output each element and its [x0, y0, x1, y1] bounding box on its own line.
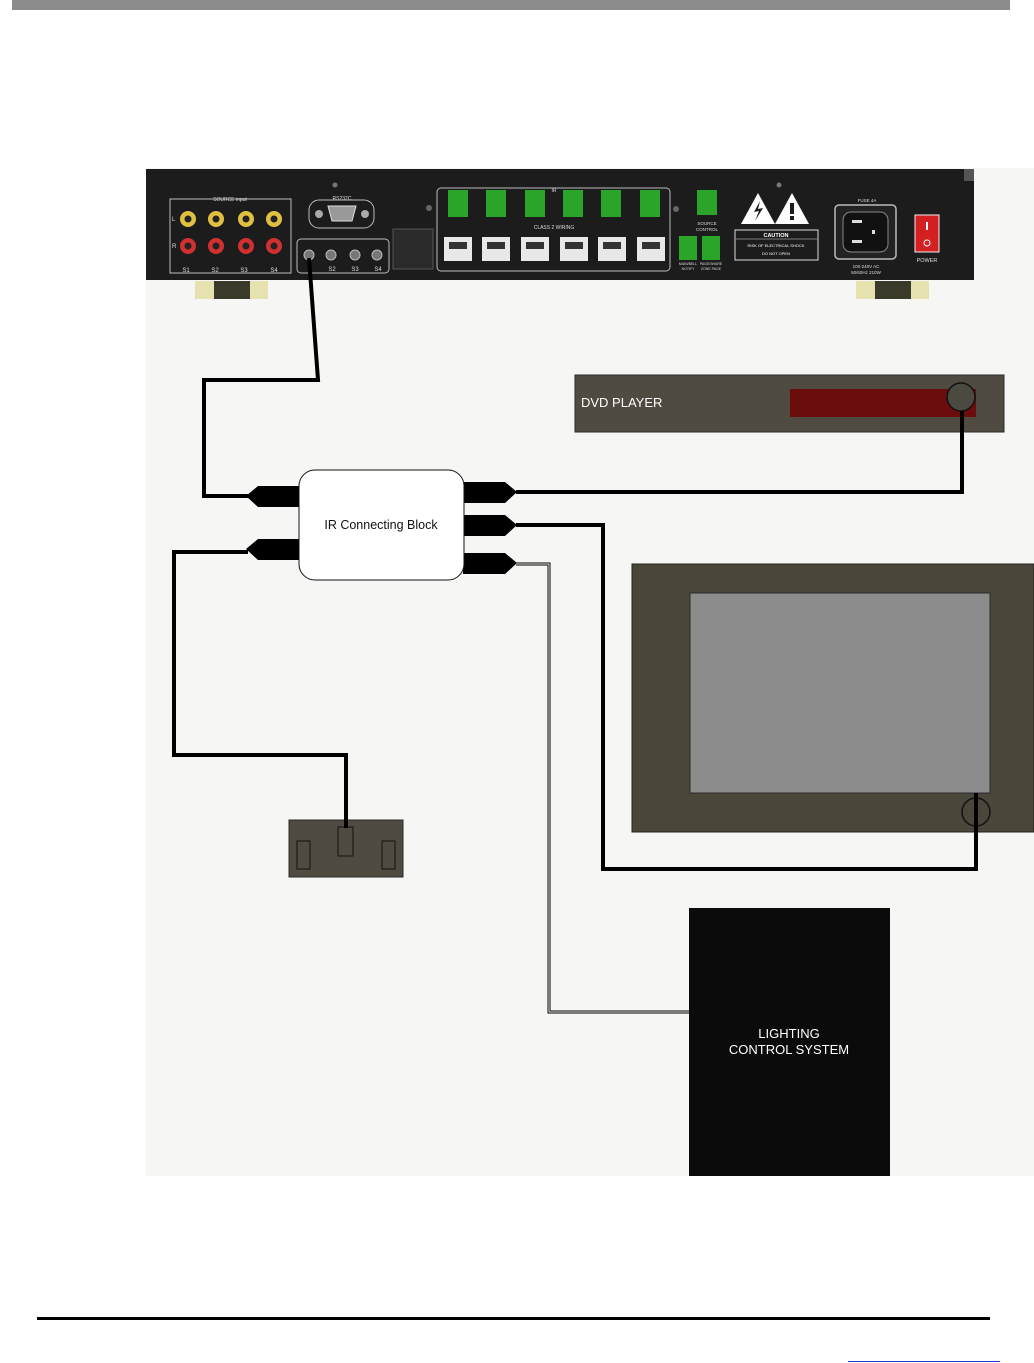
channel-left-label: L: [172, 217, 176, 223]
source-label-s2: S2: [211, 268, 219, 274]
source-control-label-2: CONTROL: [696, 227, 718, 232]
footer-rule: [37, 1317, 990, 1320]
display-screen: [689, 592, 991, 794]
cable-block-to-dvd: [516, 411, 964, 494]
block-connector-left-2: [246, 539, 300, 560]
ir-connecting-block: IR Connecting Block: [246, 469, 517, 581]
source-label-s1: S1: [182, 268, 190, 274]
class2-wiring-frame: [436, 187, 671, 272]
dvd-ir-sensor: [946, 382, 976, 412]
voltage-line-2: 50/60Hz 210W: [851, 270, 882, 275]
block-connector-right-3: [463, 553, 517, 574]
rs232-port: [327, 205, 357, 222]
page-label-2: ZONE PAGE: [701, 267, 722, 271]
power-label: POWER: [917, 258, 938, 264]
wall-outlet: [288, 819, 404, 878]
ir-terminal-label: IR: [552, 188, 557, 194]
rca-jacks-right-row: [180, 238, 282, 254]
source-control-terminal: [697, 190, 717, 215]
page-terminal: [702, 236, 720, 260]
ir-block-label: IR Connecting Block: [324, 518, 438, 532]
cable-block-to-display: [516, 523, 978, 871]
source-label-s3: S3: [240, 268, 248, 274]
voltage-line-1: 100-240V AC: [853, 264, 881, 269]
rs232-frame: [308, 199, 375, 229]
rca-jacks-left-row: [180, 211, 282, 227]
class2-wiring-label: CLASS 2 WIRING: [534, 225, 575, 231]
ir-label-s3: S3: [351, 267, 359, 273]
caution-title: CAUTION: [763, 233, 788, 239]
channel-right-label: R: [172, 244, 177, 250]
dvd-player-label: DVD PLAYER: [581, 395, 662, 410]
dvd-disc-slot: [790, 389, 976, 417]
ir-ports-frame: [296, 238, 390, 274]
ir-cables: [172, 257, 978, 871]
amplifier-rear-panel: SOURCE input L R S1 S2 S3 S4 RS232C: [146, 169, 974, 299]
bell-label-1: MAIN/BELL: [679, 262, 697, 266]
source-control-label-1: SOURCE: [697, 221, 716, 226]
page-label-1: PAGE/SHARE: [700, 262, 723, 266]
lighting-label-line2: CONTROL SYSTEM: [729, 1042, 849, 1057]
ir-label-s2: S2: [328, 267, 336, 273]
ir-jacks: [303, 249, 383, 261]
fuse-label: FUSE 4A: [858, 198, 877, 203]
cable-block-to-outlet: [172, 550, 348, 828]
caution-line-2: DO NOT OPEN: [762, 251, 790, 256]
dvd-player: DVD PLAYER: [574, 374, 1005, 433]
source-label-s4: S4: [270, 268, 278, 274]
ir-label-s4: S4: [374, 267, 382, 273]
block-connector-right-2: [463, 515, 517, 536]
header-bar: [12, 0, 1010, 10]
bell-label-2: NOTIFY: [682, 267, 695, 271]
bell-terminal: [679, 236, 697, 260]
source-input-label: SOURCE input: [213, 197, 247, 203]
display-panel: [631, 563, 1034, 833]
green-terminals: [448, 190, 660, 217]
rj45-ports: [444, 237, 665, 261]
source-input-frame: [169, 198, 292, 274]
caution-line-1: RISK OF ELECTRICAL SHOCK: [748, 243, 805, 248]
rs232-label: RS232C: [333, 196, 352, 202]
block-connector-left-1: [246, 486, 300, 507]
block-connector-right-1: [463, 482, 517, 503]
caution-label-box: [734, 229, 819, 261]
cable-device-to-block: [202, 257, 321, 498]
footer-link-underline[interactable]: [848, 1361, 1000, 1362]
lighting-control-system: LIGHTING CONTROL SYSTEM: [689, 908, 890, 1176]
blank-plate: [392, 228, 434, 270]
lighting-label-line1: LIGHTING: [758, 1026, 819, 1041]
